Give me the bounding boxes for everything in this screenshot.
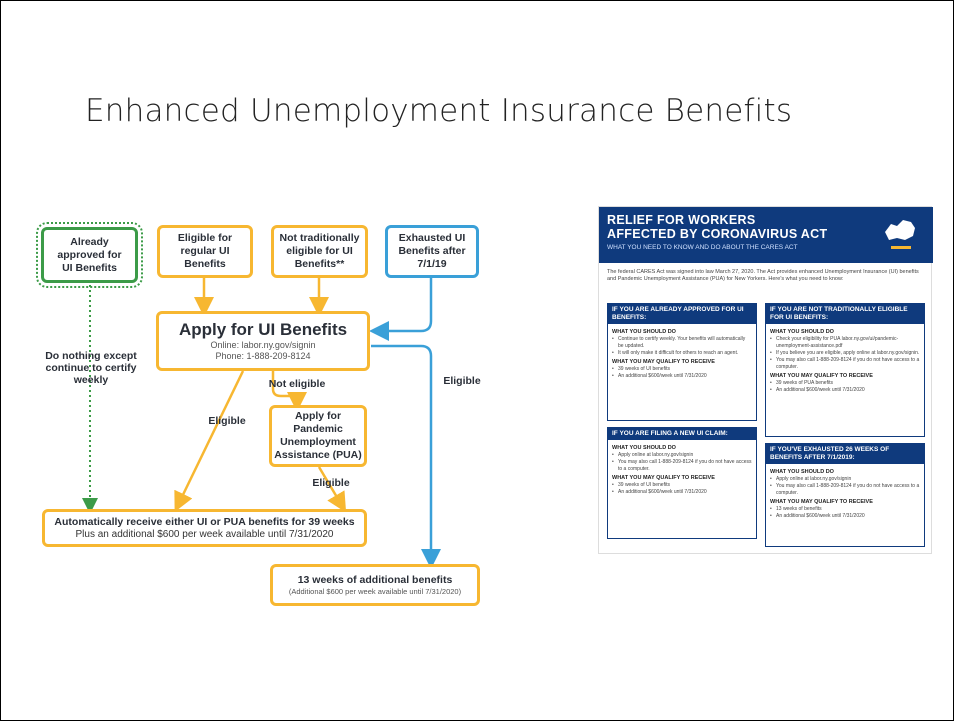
box-eligible-regular: Eligible for regular UI Benefits bbox=[157, 225, 253, 278]
label-eligible-right: Eligible bbox=[443, 375, 481, 387]
flyer-section-exhausted: IF YOU'VE EXHAUSTED 26 WEEKS OF BENEFITS… bbox=[765, 443, 925, 547]
box-already-approved: Already approved for UI Benefits bbox=[36, 222, 143, 288]
apply-online: Online: labor.ny.gov/signin bbox=[210, 340, 316, 350]
label-eligible-left: Eligible bbox=[208, 415, 246, 427]
cares-act-flyer: RELIEF FOR WORKERS AFFECTED BY CORONAVIR… bbox=[598, 206, 933, 554]
arrow-apply-to-pua bbox=[271, 371, 307, 412]
flyer-section-new-claim: IF YOU ARE FILING A NEW UI CLAIM: WHAT Y… bbox=[607, 427, 757, 539]
box-pua: Apply for Pandemic Unemployment Assistan… bbox=[269, 405, 367, 467]
arrow-apply-to-13weeks bbox=[371, 344, 441, 569]
apply-phone: Phone: 1-888-209-8124 bbox=[215, 351, 311, 361]
ny-state-logo-icon bbox=[885, 220, 915, 249]
arrow-exhausted-to-apply bbox=[369, 277, 433, 341]
arrow-pua-to-auto bbox=[317, 466, 347, 513]
apply-title: Apply for UI Benefits bbox=[178, 320, 348, 339]
label-do-nothing: Do nothing except continue to certify we… bbox=[45, 350, 137, 386]
label-eligible-pua: Eligible bbox=[312, 477, 350, 489]
flyer-header: RELIEF FOR WORKERS AFFECTED BY CORONAVIR… bbox=[599, 207, 933, 263]
arrow-apply-to-auto bbox=[174, 370, 245, 512]
flyer-section-approved: IF YOU ARE ALREADY APPROVED FOR UI BENEF… bbox=[607, 303, 757, 421]
box-exhausted: Exhausted UI Benefits after 7/1/19 bbox=[385, 225, 479, 278]
box-not-traditionally-eligible: Not traditionally eligible for UI Benefi… bbox=[271, 225, 368, 278]
slide-title: Enhanced Unemployment Insurance Benefits bbox=[85, 93, 793, 129]
box-apply-ui: Apply for UI Benefits Online: labor.ny.g… bbox=[156, 311, 370, 371]
flyer-section-not-traditional: IF YOU ARE NOT TRADITIONALLY ELIGIBLE FO… bbox=[765, 303, 925, 437]
box-13-weeks: 13 weeks of additional benefits (Additio… bbox=[270, 564, 480, 606]
label-not-eligible: Not eligible bbox=[268, 378, 326, 390]
box-automatic: Automatically receive either UI or PUA b… bbox=[42, 509, 367, 547]
flyer-intro: The federal CARES Act was signed into la… bbox=[607, 269, 919, 282]
